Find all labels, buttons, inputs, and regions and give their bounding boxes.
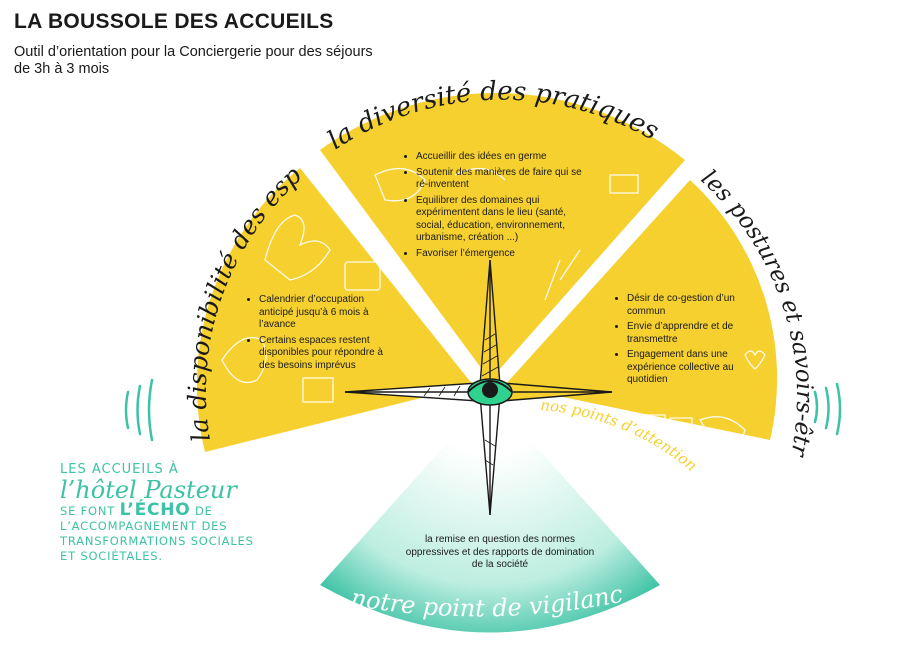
side-note-line2: l’hôtel Pasteur	[60, 476, 237, 504]
tools-sketch-icon	[544, 249, 581, 301]
hand-sketch-icon-3	[699, 416, 746, 447]
side-note-line6: ET SOCIÉTALES.	[60, 549, 163, 563]
list-item: Accueillir des idées en germe	[416, 150, 594, 164]
vibration-lines-left	[124, 378, 154, 442]
hands-sketch-icon	[374, 168, 506, 202]
page-title: LA BOUSSOLE DES ACCUEILS	[14, 10, 334, 33]
sector-left	[196, 168, 473, 452]
list-item: Soutenir des manières de faire qui se ré…	[416, 166, 594, 192]
list-item: Envie d’apprendre et de transmettre	[627, 320, 765, 346]
side-note-echo: L’ÉCHO	[119, 500, 191, 520]
list-item: Certains espaces restent disponibles pou…	[259, 334, 387, 373]
side-note-line1: LES ACCUEILS À	[60, 462, 179, 477]
side-note-line4: L’ACCOMPAGNEMENT DES	[60, 519, 228, 533]
calendar-sketch-icon	[302, 377, 334, 403]
side-note-line3b: DE	[195, 504, 213, 518]
hand-sketch-icon	[264, 214, 331, 281]
side-note-line5: TRANSFORMATIONS SOCIALES	[60, 534, 254, 548]
hand-sketch-icon-2	[221, 336, 267, 384]
side-note-line3a: SE FONT	[60, 504, 116, 518]
list-item: Désir de co-gestion d’un commun	[627, 292, 765, 318]
bag-sketch-icon	[344, 261, 381, 291]
left-sector-bullets: Calendrier d’occupation anticipé jusqu’à…	[247, 293, 387, 374]
list-item: Calendrier d’occupation anticipé jusqu’à…	[259, 293, 387, 332]
vibration-lines-right	[813, 382, 842, 436]
page-subtitle: Outil d’orientation pour la Conciergerie…	[14, 44, 373, 77]
heart-sketch-icon	[744, 350, 766, 370]
speech-bubble-sketch-icon	[639, 414, 693, 433]
list-item: Engagement dans une expérience collectiv…	[627, 348, 765, 387]
sector-top	[320, 92, 685, 380]
eye-icon	[467, 378, 513, 406]
side-note-line3: SE FONT L’ÉCHO DE	[60, 500, 270, 520]
top-sector-bullets: Accueillir des idées en germe Soutenir d…	[404, 150, 594, 262]
list-item: Equilibrer des domaines qui expérimenten…	[416, 194, 594, 245]
vigilance-text: la remise en question des normes oppress…	[405, 534, 595, 570]
side-note: LES ACCUEILS À l’hôtel Pasteur SE FONT L…	[60, 462, 270, 564]
laptop-sketch-icon	[609, 174, 639, 194]
list-item: Favoriser l’émergence	[416, 247, 594, 261]
right-sector-bullets: Désir de co-gestion d’un commun Envie d’…	[615, 292, 765, 389]
compass-star	[344, 259, 613, 516]
sector-right	[505, 180, 778, 440]
